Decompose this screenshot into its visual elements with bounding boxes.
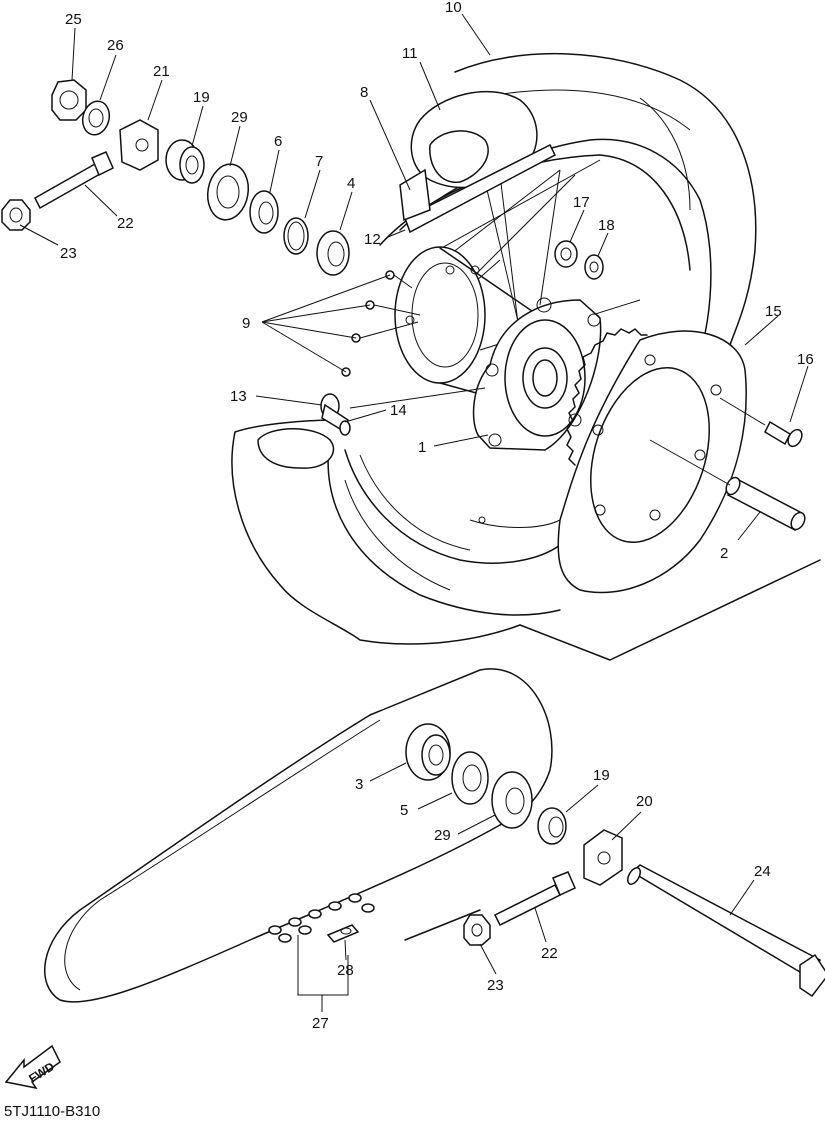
callout-1: 1	[418, 439, 426, 456]
callout-8: 8	[360, 84, 368, 101]
tire	[231, 52, 821, 661]
callout-22-top: 22	[117, 215, 134, 232]
callout-23-bottom: 23	[487, 977, 504, 994]
adjust-bolt-right	[493, 871, 576, 927]
chain-puller-left	[119, 119, 159, 171]
callout-19-bottom: 19	[593, 767, 610, 784]
callout-4: 4	[347, 175, 355, 192]
callout-12: 12	[364, 231, 381, 248]
leader-lines	[19, 13, 809, 1012]
spacer-bearing	[405, 723, 451, 781]
callout-2: 2	[720, 545, 728, 562]
callout-15: 15	[765, 303, 782, 320]
callout-26: 26	[107, 37, 124, 54]
callout-29-bottom: 29	[434, 827, 451, 844]
hub-nut	[554, 240, 578, 268]
oil-seal-left	[206, 163, 250, 221]
callout-20: 20	[636, 793, 653, 810]
disc-bolt	[719, 397, 803, 448]
callout-3: 3	[355, 776, 363, 793]
callout-27: 27	[312, 1015, 329, 1032]
valve	[257, 387, 486, 469]
hub-bolts	[341, 270, 421, 377]
callout-5: 5	[400, 802, 408, 819]
callout-23-top: 23	[60, 245, 77, 262]
diagram-code: 5TJ1110-B310	[4, 1103, 100, 1120]
callout-24: 24	[754, 863, 771, 880]
callout-labels: 25 26 21 19 29 6 7 4 8 11 10 22 23 12 17…	[60, 0, 814, 1032]
callout-28: 28	[337, 962, 354, 979]
sprocket-teeth	[566, 328, 648, 466]
callout-16: 16	[797, 351, 814, 368]
callout-14: 14	[390, 402, 407, 419]
adjust-nut-right	[463, 914, 491, 946]
bearing-right	[316, 230, 350, 276]
collar	[649, 439, 806, 532]
callout-11: 11	[402, 45, 418, 62]
bearing-left	[249, 190, 279, 234]
callout-6: 6	[274, 133, 282, 150]
lower-collar	[537, 807, 567, 845]
callout-7: 7	[315, 153, 323, 170]
callout-21: 21	[153, 63, 170, 80]
chain-joint	[268, 893, 375, 943]
forward-arrow-icon: FWD	[4, 1044, 61, 1090]
callout-9: 9	[242, 315, 250, 332]
callout-29-top: 29	[231, 109, 248, 126]
callout-18: 18	[598, 217, 615, 234]
circlip	[283, 217, 309, 255]
brake-disc	[557, 330, 747, 594]
callout-22-bottom: 22	[541, 945, 558, 962]
adjust-nut-left	[1, 199, 31, 231]
collar-left	[165, 139, 205, 184]
callout-25: 25	[65, 11, 82, 28]
chain-clip	[326, 924, 360, 943]
axle-nut	[51, 79, 87, 121]
axle-washer	[81, 100, 111, 136]
callout-17: 17	[573, 194, 590, 211]
callout-13: 13	[230, 388, 247, 405]
hub-washer	[584, 254, 604, 280]
adjust-bolt-left	[34, 151, 114, 210]
rear-axle	[627, 864, 825, 998]
hub	[394, 246, 602, 451]
lower-oil-seal	[451, 751, 489, 805]
lower-seal	[491, 771, 533, 829]
chain-puller-right	[583, 829, 623, 886]
tube	[399, 90, 556, 234]
callout-10: 10	[445, 0, 462, 16]
callout-19-top: 19	[193, 89, 210, 106]
